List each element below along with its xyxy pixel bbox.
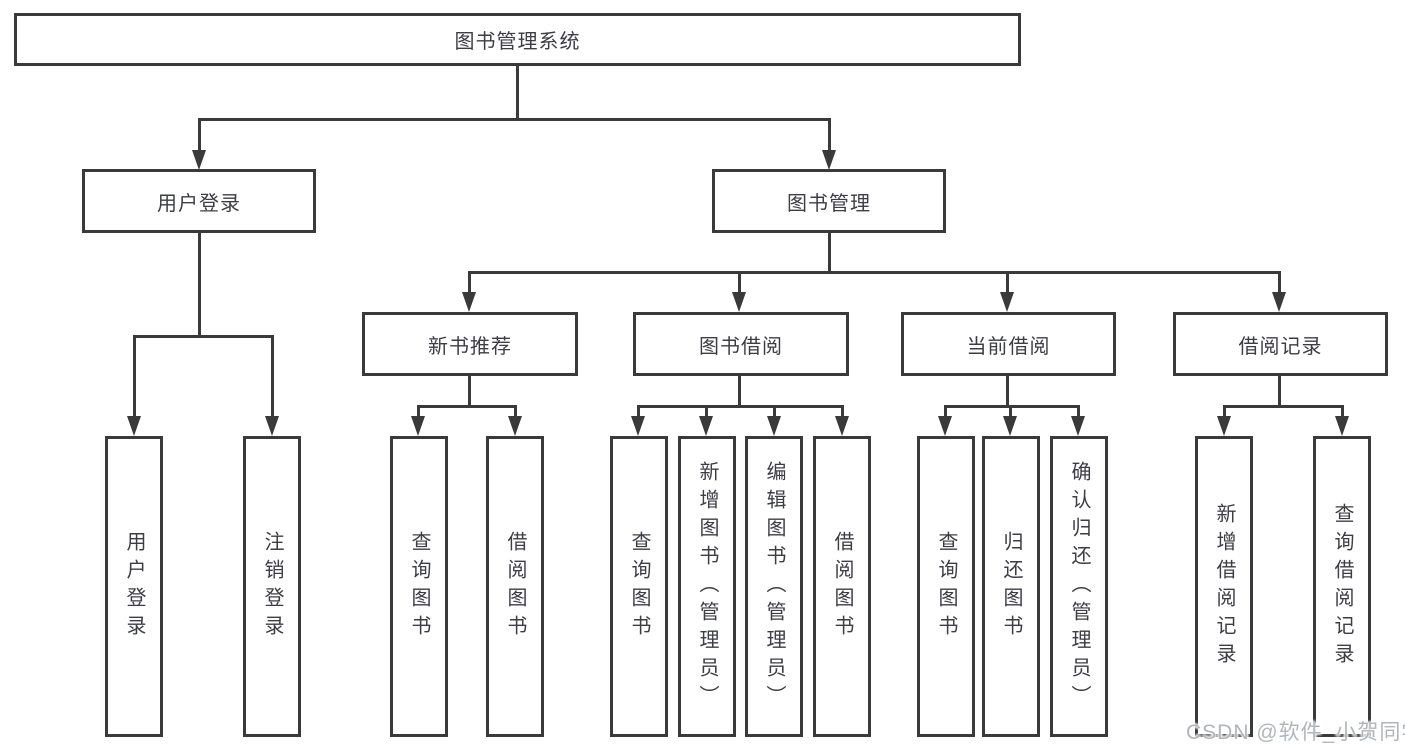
connector-records-bar [1223, 405, 1343, 408]
leaf-label: 编辑图书（管理员） [763, 460, 785, 713]
leaf-label: 查询图书 [935, 530, 957, 643]
leaf-current-query-book: 查询图书 [917, 436, 975, 737]
leaf-borrowing-borrow-book: 借阅图书 [813, 436, 871, 737]
leaf-label: 确认归还（管理员） [1068, 460, 1090, 713]
connector-drop-bw-add [705, 405, 708, 417]
connector-current-bar [944, 405, 1080, 408]
node-current-borrow: 当前借阅 [901, 312, 1116, 376]
leaf-label: 用户登录 [123, 530, 145, 643]
arrow-leaf-logout [265, 416, 279, 436]
connector-drop-bw-edit [773, 405, 776, 417]
leaf-label: 新增图书（管理员） [696, 460, 718, 713]
connector-drop-rec-add [1223, 405, 1226, 417]
connector-drop-user-login [198, 118, 201, 152]
arrow-user-login [192, 150, 206, 170]
connector-root-stem [516, 66, 519, 118]
arrow-borrowing [732, 292, 746, 312]
connector-drop-cur-query [944, 405, 947, 417]
arrow-bw-borrow [835, 416, 849, 436]
leaf-label: 借阅图书 [831, 530, 853, 643]
connector-drop-current [1006, 271, 1009, 292]
arrow-bw-add [699, 416, 713, 436]
connector-newbooks-stem [468, 376, 471, 408]
arrow-new-books [462, 292, 476, 312]
leaf-borrowing-edit-book-admin: 编辑图书（管理员） [745, 436, 803, 737]
leaf-current-return-book: 归还图书 [982, 436, 1040, 737]
node-borrowing: 图书借阅 [633, 312, 849, 376]
connector-newbooks-bar [417, 405, 517, 408]
leaf-label: 新增借阅记录 [1213, 502, 1235, 671]
connector-mgmt-bar [468, 271, 1281, 274]
connector-drop-bw-query [637, 405, 640, 417]
connector-drop-book-mgmt [828, 118, 831, 152]
connector-drop-nb-borrow [514, 405, 517, 417]
connector-login-stem [198, 233, 201, 335]
connector-mgmt-stem [828, 233, 831, 274]
leaf-label: 借阅图书 [504, 530, 526, 643]
connector-drop-records [1278, 271, 1281, 292]
connector-drop-leaf-logout [271, 335, 274, 416]
connector-borrowing-bar [637, 405, 844, 408]
node-borrow-records: 借阅记录 [1173, 312, 1388, 376]
arrow-bw-edit [767, 416, 781, 436]
arrow-cur-confirm [1071, 416, 1085, 436]
connector-drop-borrowing [738, 271, 741, 292]
arrow-cur-return [1003, 416, 1017, 436]
leaf-logout: 注销登录 [243, 436, 301, 737]
connector-drop-leaf-login [133, 335, 136, 416]
arrow-rec-query [1335, 416, 1349, 436]
arrow-nb-query [411, 416, 425, 436]
leaf-records-query-record: 查询借阅记录 [1313, 436, 1371, 737]
connector-drop-cur-return [1009, 405, 1012, 417]
arrow-rec-add [1217, 416, 1231, 436]
connector-drop-rec-query [1341, 405, 1344, 417]
arrow-records [1272, 292, 1286, 312]
leaf-label: 注销登录 [261, 530, 283, 643]
arrow-cur-query [938, 416, 952, 436]
node-library-system: 图书管理系统 [14, 13, 1021, 66]
leaf-label: 查询图书 [408, 530, 430, 643]
arrow-bw-query [631, 416, 645, 436]
leaf-newbooks-query-book: 查询图书 [390, 436, 448, 737]
leaf-current-confirm-return-admin: 确认归还（管理员） [1050, 436, 1108, 737]
node-new-books: 新书推荐 [362, 312, 578, 376]
arrow-book-mgmt [822, 150, 836, 170]
arrow-nb-borrow [508, 416, 522, 436]
csdn-watermark: CSDN @软件_小贺同学 [1186, 721, 1405, 744]
connector-borrowing-stem [738, 376, 741, 408]
connector-root-bar [198, 118, 831, 121]
connector-drop-cur-confirm [1077, 405, 1080, 417]
connector-current-stem [1006, 376, 1009, 408]
leaf-borrowing-query-book: 查询图书 [610, 436, 668, 737]
connector-records-stem [1278, 376, 1281, 408]
node-book-mgmt: 图书管理 [712, 169, 946, 233]
leaf-records-add-record: 新增借阅记录 [1195, 436, 1253, 737]
leaf-label: 查询借阅记录 [1331, 502, 1353, 671]
arrow-current [1000, 292, 1014, 312]
connector-drop-nb-query [417, 405, 420, 417]
leaf-borrowing-add-book-admin: 新增图书（管理员） [678, 436, 736, 737]
connector-login-bar [133, 335, 274, 338]
leaf-label: 归还图书 [1000, 530, 1022, 643]
connector-drop-bw-borrow [841, 405, 844, 417]
arrow-leaf-login [127, 416, 141, 436]
leaf-user-login: 用户登录 [105, 436, 163, 737]
node-user-login: 用户登录 [82, 169, 316, 233]
leaf-newbooks-borrow-book: 借阅图书 [486, 436, 544, 737]
connector-drop-new-books [468, 271, 471, 292]
leaf-label: 查询图书 [628, 530, 650, 643]
